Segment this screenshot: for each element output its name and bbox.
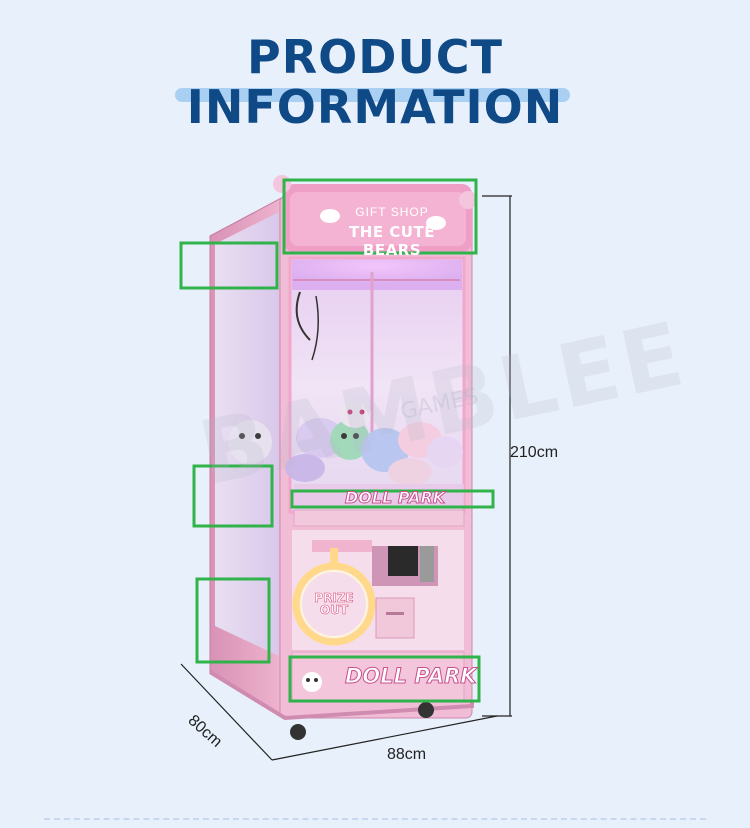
highlight-top-sign <box>282 178 478 255</box>
width-dimension: 88cm <box>387 746 427 763</box>
wheel-left <box>290 724 306 740</box>
height-dimension: 210cm <box>510 444 559 461</box>
highlight-bottom-panel <box>288 655 481 703</box>
panel-top-text: DOLL PARK <box>344 488 446 508</box>
title-highlight-bar <box>175 88 570 102</box>
dimension-lines <box>180 195 512 761</box>
page-title-line-2: INFORMATION <box>186 80 564 134</box>
bottom-divider <box>44 818 706 820</box>
highlight-side-bottom <box>195 577 271 664</box>
page-title-line-1: PRODUCT <box>247 30 503 84</box>
highlight-boxes <box>179 178 495 703</box>
title-block: PRODUCT INFORMATION <box>0 32 750 132</box>
prize-shelf <box>293 509 465 527</box>
wheel-right <box>418 702 434 718</box>
sign-main-text: THE CUTE BEARS <box>349 223 435 259</box>
highlight-panel-strip <box>290 489 495 509</box>
panel-bottom-text: DOLL PARK <box>345 664 478 689</box>
prize-out-text: PRIZE OUT <box>314 591 354 617</box>
highlight-side-top <box>179 241 279 290</box>
highlight-side-middle <box>192 464 274 528</box>
plush-toys <box>228 400 463 486</box>
sign-small-text: GIFT SHOP <box>355 205 429 219</box>
bottom-panel <box>291 651 465 703</box>
